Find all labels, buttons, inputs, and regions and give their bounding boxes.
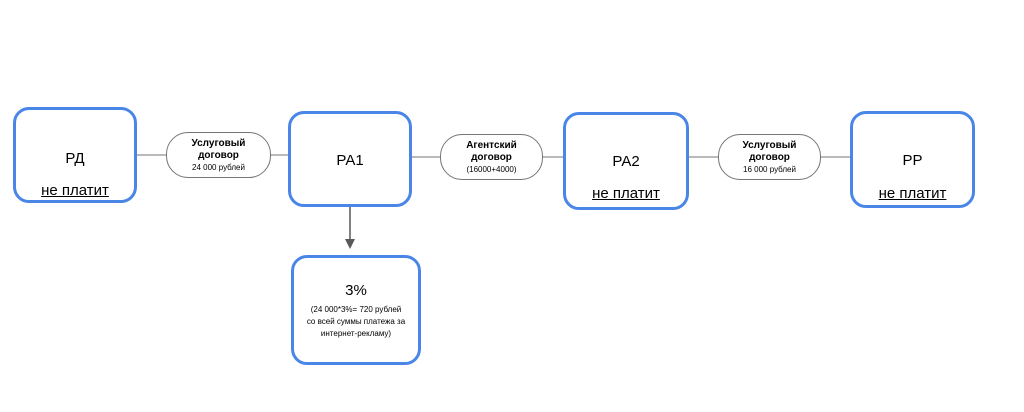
node-rd-status: не платит [41, 182, 109, 199]
link-agency-contract: Агентский договор (16000+4000) [440, 134, 543, 180]
link-agency-contract-title2: договор [471, 151, 512, 163]
commission-desc-line-2: со всей суммы платежа за [306, 317, 406, 326]
link-service-contract-2-title2: договор [749, 151, 790, 163]
node-ra1: РА1 [288, 111, 412, 207]
node-rr-title: РР [902, 152, 923, 169]
node-rd: РД не платит [13, 107, 137, 203]
link-service-contract-1-amount: 24 000 рублей [192, 162, 245, 172]
link-service-contract-1-title1: Услуговый [191, 137, 246, 149]
link-agency-contract-title1: Агентский [466, 139, 517, 151]
link-service-contract-1: Услуговый договор 24 000 рублей [166, 132, 271, 178]
node-commission: 3% (24 000*3%= 720 рублей со всей суммы … [291, 255, 421, 365]
commission-desc-line-3: интернет-рекламу) [320, 329, 392, 338]
node-rr: РР не платит [850, 111, 975, 208]
link-service-contract-2: Услуговый договор 16 000 рублей [718, 134, 821, 180]
commission-desc-line-1: (24 000*3%= 720 рублей [310, 305, 402, 314]
node-commission-description: (24 000*3%= 720 рублей со всей суммы пла… [300, 304, 412, 340]
node-rd-title: РД [65, 150, 85, 167]
link-agency-contract-amount: (16000+4000) [466, 164, 517, 174]
node-ra2-status: не платит [592, 185, 660, 202]
link-service-contract-1-title2: договор [198, 149, 239, 161]
node-commission-title: 3% [345, 282, 367, 299]
node-rr-status: не платит [878, 185, 947, 202]
node-ra2-title: РА2 [612, 153, 640, 170]
node-ra2: РА2 не платит [563, 112, 689, 210]
link-service-contract-2-title1: Услуговый [742, 139, 797, 151]
node-ra1-title: РА1 [336, 152, 364, 169]
link-service-contract-2-amount: 16 000 рублей [743, 164, 796, 174]
